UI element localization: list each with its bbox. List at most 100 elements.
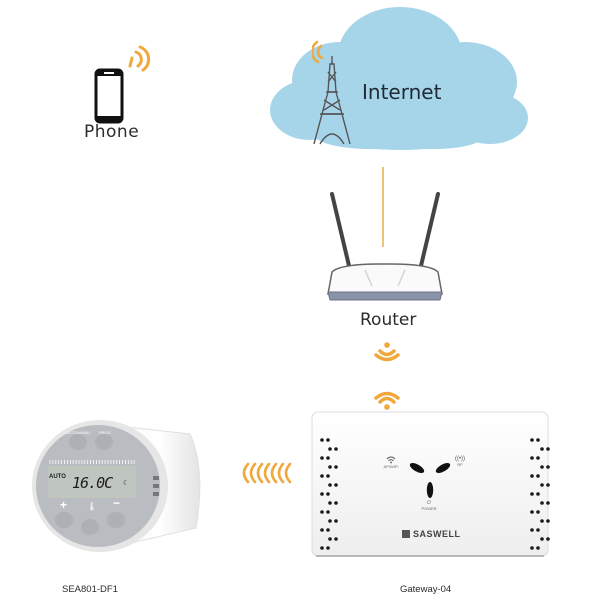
gateway-node: AP/WIFI ((•)) RF ⏻ POWER SASWELL [310, 410, 550, 560]
vent-hole [546, 483, 550, 487]
vent-hole [540, 501, 544, 505]
wifi-down-icon [374, 391, 400, 410]
minus-button[interactable]: − [113, 496, 121, 510]
vent-hole [328, 501, 332, 505]
vent-hole [320, 474, 324, 478]
thermostat-device [32, 420, 201, 552]
rf-wave [284, 462, 292, 484]
wireless-signal-icon [128, 45, 151, 72]
rf-indicator: ((•)) RF [450, 456, 470, 467]
vent-hole [540, 483, 544, 487]
router-icon [327, 192, 443, 301]
vent-hole [546, 501, 550, 505]
vent-hole [540, 537, 544, 541]
wifi-indicator: AP/WIFI [376, 456, 406, 469]
thermostat-label: SEA801-DF1 [62, 584, 118, 595]
vent-hole [320, 438, 324, 442]
rf-wave [249, 462, 257, 484]
vent-hole [326, 546, 330, 550]
lcd-moon-icon: ☾ [123, 480, 130, 487]
phone-label: Phone [84, 122, 140, 142]
vent-hole [320, 492, 324, 496]
temperature-icon[interactable]: 🌡 [87, 502, 98, 511]
router-label: Router [360, 310, 417, 330]
wifi-indicator-label: AP/WIFI [383, 464, 399, 469]
router-node: Router [320, 190, 450, 340]
vent-hole [320, 456, 324, 460]
vent-hole [530, 492, 534, 496]
gateway-logo-buttons[interactable] [405, 460, 455, 500]
vent-hole [326, 492, 330, 496]
vent-hole [530, 474, 534, 478]
vent-hole [328, 519, 332, 523]
vent-hole [530, 528, 534, 532]
rf-indicator-label: RF [457, 462, 463, 467]
rf-wave [256, 462, 264, 484]
vent-hole [540, 465, 544, 469]
vent-hole [536, 528, 540, 532]
vent-hole [540, 447, 544, 451]
vent-hole [536, 438, 540, 442]
rf-wave [242, 462, 250, 484]
power-indicator: ⏻ POWER [414, 500, 444, 511]
vent-hole [328, 447, 332, 451]
eiffel-tower-icon [313, 56, 351, 145]
power-icon: ⏻ [427, 500, 431, 506]
rf-wave [277, 462, 285, 484]
wired-link [382, 167, 384, 247]
gateway-label: Gateway-04 [400, 584, 452, 595]
vent-hole [320, 510, 324, 514]
vent-hole [540, 519, 544, 523]
vent-hole [536, 474, 540, 478]
lcd-mode: AUTO [49, 474, 66, 480]
vent-hole [530, 456, 534, 460]
tower-signal-icon [312, 40, 324, 64]
vent-hole [326, 474, 330, 478]
vent-hole [334, 465, 338, 469]
brand-name: SASWELL [413, 529, 461, 539]
vent-hole [334, 519, 338, 523]
vent-hole [536, 510, 540, 514]
vent-hole [328, 483, 332, 487]
rf-wave [263, 462, 271, 484]
rf-wave [270, 462, 278, 484]
vent-hole [536, 492, 540, 496]
thermostat-node: AUTO/MANU PROG AUTO 16.0C ☾ + 🌡 − [20, 410, 220, 560]
lcd-temperature: 16.0C [72, 474, 113, 492]
vent-hole [546, 447, 550, 451]
vent-hole [334, 501, 338, 505]
rf-signal-icon [242, 462, 292, 484]
vent-hole [334, 447, 338, 451]
vent-hole [328, 465, 332, 469]
cloud-icon [270, 7, 528, 150]
prog-button-label[interactable]: PROG [99, 430, 111, 435]
wifi-up-icon [374, 342, 400, 362]
vent-hole [326, 438, 330, 442]
power-indicator-label: POWER [421, 506, 437, 511]
vent-hole [328, 537, 332, 541]
rf-icon: ((•)) [454, 456, 466, 462]
vent-hole [536, 456, 540, 460]
vent-hole [334, 537, 338, 541]
vent-hole [546, 465, 550, 469]
vent-hole [546, 537, 550, 541]
vent-hole [530, 510, 534, 514]
plus-button[interactable]: + [60, 498, 68, 512]
auto-manu-button-label[interactable]: AUTO/MANU [66, 430, 90, 435]
vent-hole [536, 546, 540, 550]
vent-hole [320, 546, 324, 550]
brand-mark-icon [402, 530, 410, 538]
internet-label: Internet [362, 80, 442, 104]
phone-node: Phone [80, 40, 170, 150]
vent-hole [320, 528, 324, 532]
phone-icon [94, 68, 124, 124]
brand-logo: SASWELL [402, 529, 461, 539]
vent-hole [326, 528, 330, 532]
vent-hole [546, 519, 550, 523]
vent-hole [326, 510, 330, 514]
vent-hole [530, 546, 534, 550]
vent-hole [326, 456, 330, 460]
internet-node: Internet [270, 0, 530, 160]
vent-hole [334, 483, 338, 487]
wifi-icon [386, 456, 396, 464]
